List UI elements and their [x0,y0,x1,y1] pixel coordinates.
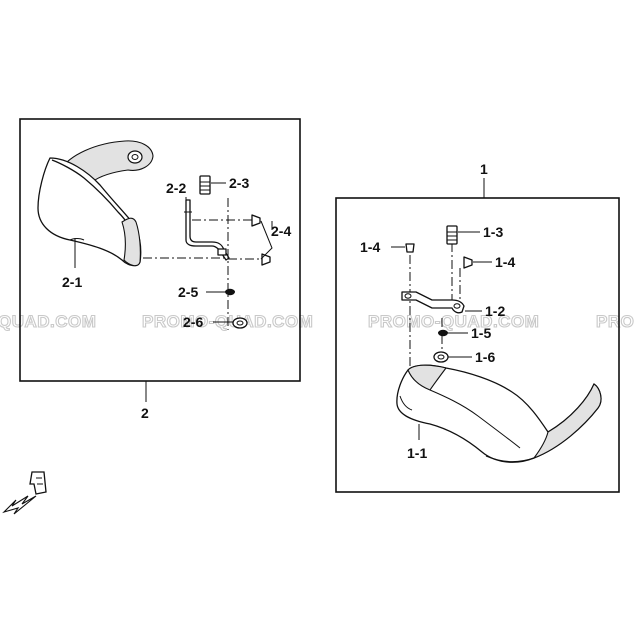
part-label-2-2: 2-2 [166,180,186,196]
assembly-label-2: 2 [141,405,149,421]
washer-2-5 [225,288,235,296]
part-label-1-3: 1-3 [483,224,503,240]
screw-2-4 [251,214,271,266]
bracket-2-2 [184,199,230,261]
watermark-text: PRO [596,312,634,331]
assembly-1-frame [335,197,620,493]
screw-1-4 [405,243,415,253]
assembly-1: 1 1-3 1-4 1-4 1-2 [335,161,620,493]
assembly-label-1: 1 [480,161,488,177]
part-label-1-6: 1-6 [475,349,495,365]
part-label-1-4: 1-4 [360,239,380,255]
watermark-text: PROMO-QUAD.COM [368,312,539,331]
part-label-1-5: 1-5 [471,325,491,341]
part-label-2-6: 2-6 [183,314,203,330]
hand-guard-1-1 [396,364,602,463]
watermark: QUAD.COM PROMO-QUAD.COM PROMO-QUAD.COM P… [0,311,634,331]
bolt-2-3 [199,175,211,195]
washer-1-5 [438,329,448,337]
bracket-1-2 [401,291,465,314]
front-direction-icon [2,471,47,515]
watermark-text: QUAD.COM [0,312,96,331]
part-label-2-1: 2-1 [62,274,82,290]
hand-guard-2-1 [37,140,154,267]
assembly-2: 2-1 2-2 2-3 2-4 [19,118,301,421]
bolt-1-3 [446,225,458,245]
nut-1-6 [433,351,449,363]
part-label-2-5: 2-5 [178,284,198,300]
screw-1-4 [463,256,473,269]
part-label-2-4: 2-4 [271,223,291,239]
nut-2-6 [232,317,248,329]
leader-line [260,220,273,260]
part-label-1-4: 1-4 [495,254,515,270]
part-label-1-1: 1-1 [407,445,427,461]
assembly-2-frame [19,118,301,382]
part-label-1-2: 1-2 [485,303,505,319]
part-label-2-3: 2-3 [229,175,249,191]
